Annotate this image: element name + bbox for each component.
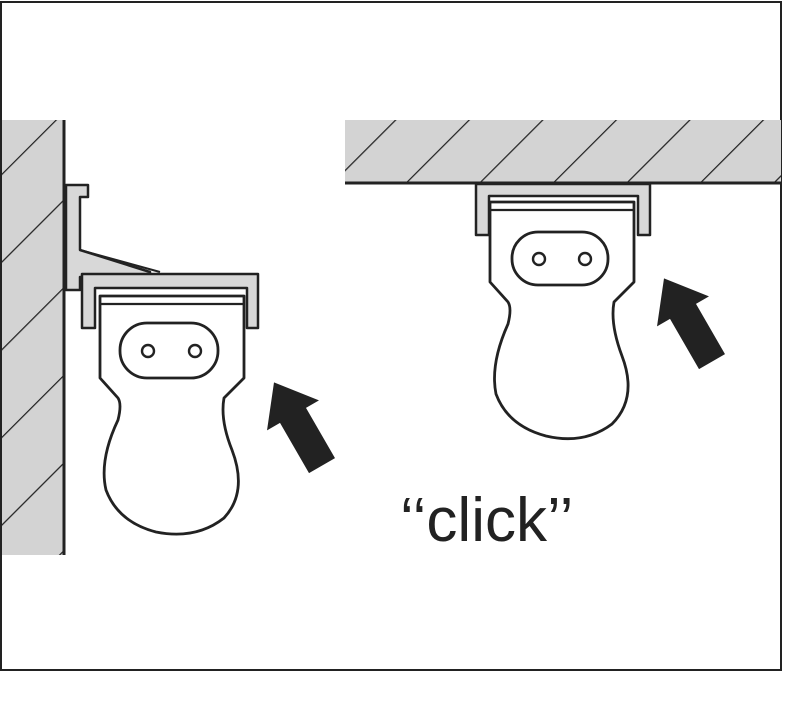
click-annotation: ‘‘click’’ [400,486,573,555]
ceiling-mount-scene [345,120,781,441]
arrow-up-left-icon [657,278,725,370]
hole-icon [140,343,156,359]
glider-window [510,230,610,287]
glider [488,200,636,441]
arrow-up-left-icon [267,382,335,474]
rail [80,272,260,330]
hole-icon [187,343,203,359]
hole-icon [577,251,593,267]
glider-window [118,321,220,380]
rail [474,182,652,237]
wall-mount-scene [2,120,335,555]
ceiling [345,120,781,185]
hole-icon [531,251,547,267]
frame-border [0,1,782,671]
glider [98,294,246,536]
wall [2,120,66,555]
wall-bracket [64,183,161,292]
